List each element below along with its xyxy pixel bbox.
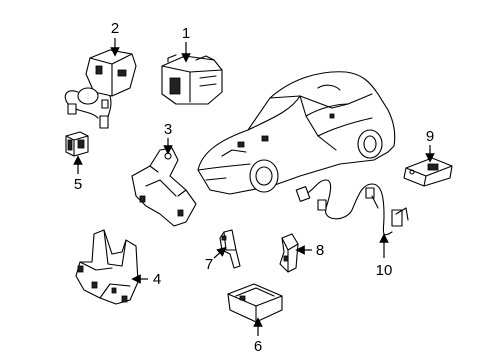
callout-2: 2 bbox=[111, 20, 119, 37]
abs-hydraulic-unit-part-2 bbox=[64, 49, 137, 129]
leader-7 bbox=[213, 246, 227, 259]
callout-1: 1 bbox=[182, 25, 190, 42]
bracket-part-3 bbox=[131, 147, 197, 227]
abs-actuator-part-1 bbox=[161, 54, 223, 105]
callout-10: 10 bbox=[376, 262, 393, 279]
callout-9: 9 bbox=[426, 128, 434, 145]
relay-part-5 bbox=[65, 131, 89, 157]
wheel-speed-sensor-part-10 bbox=[295, 179, 409, 236]
vehicle-body bbox=[197, 71, 396, 195]
bracket-part-4 bbox=[75, 229, 139, 305]
bracket-part-8 bbox=[279, 233, 299, 273]
callout-7: 7 bbox=[205, 256, 213, 273]
control-module-part-6 bbox=[227, 283, 283, 323]
callout-4: 4 bbox=[153, 271, 161, 288]
callout-8: 8 bbox=[316, 242, 324, 259]
callout-6: 6 bbox=[254, 338, 262, 355]
sensor-module-part-9 bbox=[403, 157, 453, 187]
callout-5: 5 bbox=[74, 176, 82, 193]
callout-3: 3 bbox=[164, 121, 172, 138]
bracket-part-7 bbox=[219, 229, 241, 269]
